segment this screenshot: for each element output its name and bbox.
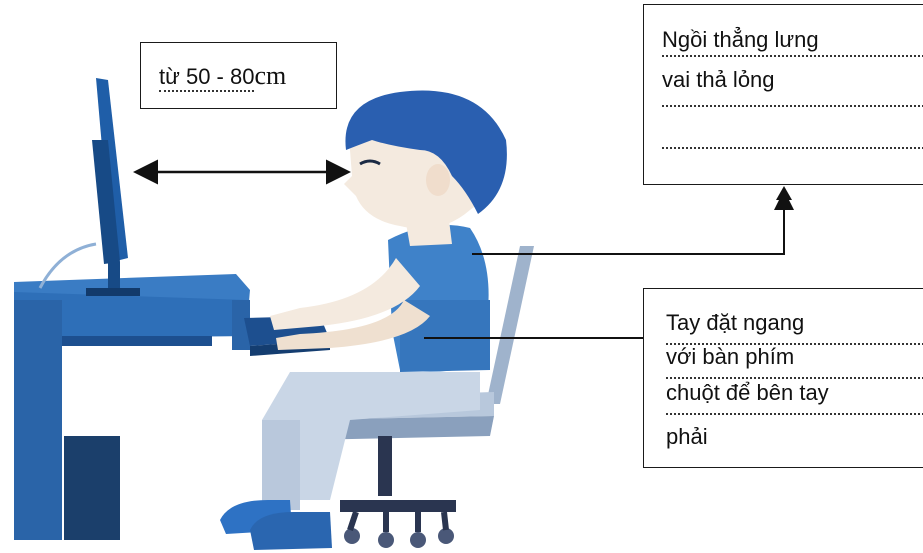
posture-label-box: Ngồi thẳng lưng vai thả lỏng: [643, 4, 923, 185]
distance-label-box: từ 50 - 80cm: [140, 42, 337, 109]
hands-line-1: Tay đặt ngang: [666, 309, 923, 345]
boy: [220, 90, 507, 550]
posture-line-2: vai thả lỏng: [662, 65, 923, 107]
distance-value: từ 50 - 80: [159, 64, 255, 92]
desk: [14, 274, 250, 540]
computer-monitor: [38, 78, 140, 296]
posture-line-3: [662, 121, 923, 149]
hands-label-box: Tay đặt ngang với bàn phím chuột để bên …: [643, 288, 923, 468]
posture-line-1: Ngồi thẳng lưng: [662, 25, 923, 57]
posture-leader-line: [472, 190, 794, 255]
distance-text: từ 50 - 80cm: [159, 61, 287, 92]
distance-unit: cm: [254, 61, 287, 90]
arrow-up-icon: [776, 186, 792, 200]
hands-line-3: chuột để bên tay: [666, 379, 923, 415]
hands-line-2: với bàn phím: [666, 343, 923, 379]
hands-line-4: phải: [666, 424, 708, 449]
